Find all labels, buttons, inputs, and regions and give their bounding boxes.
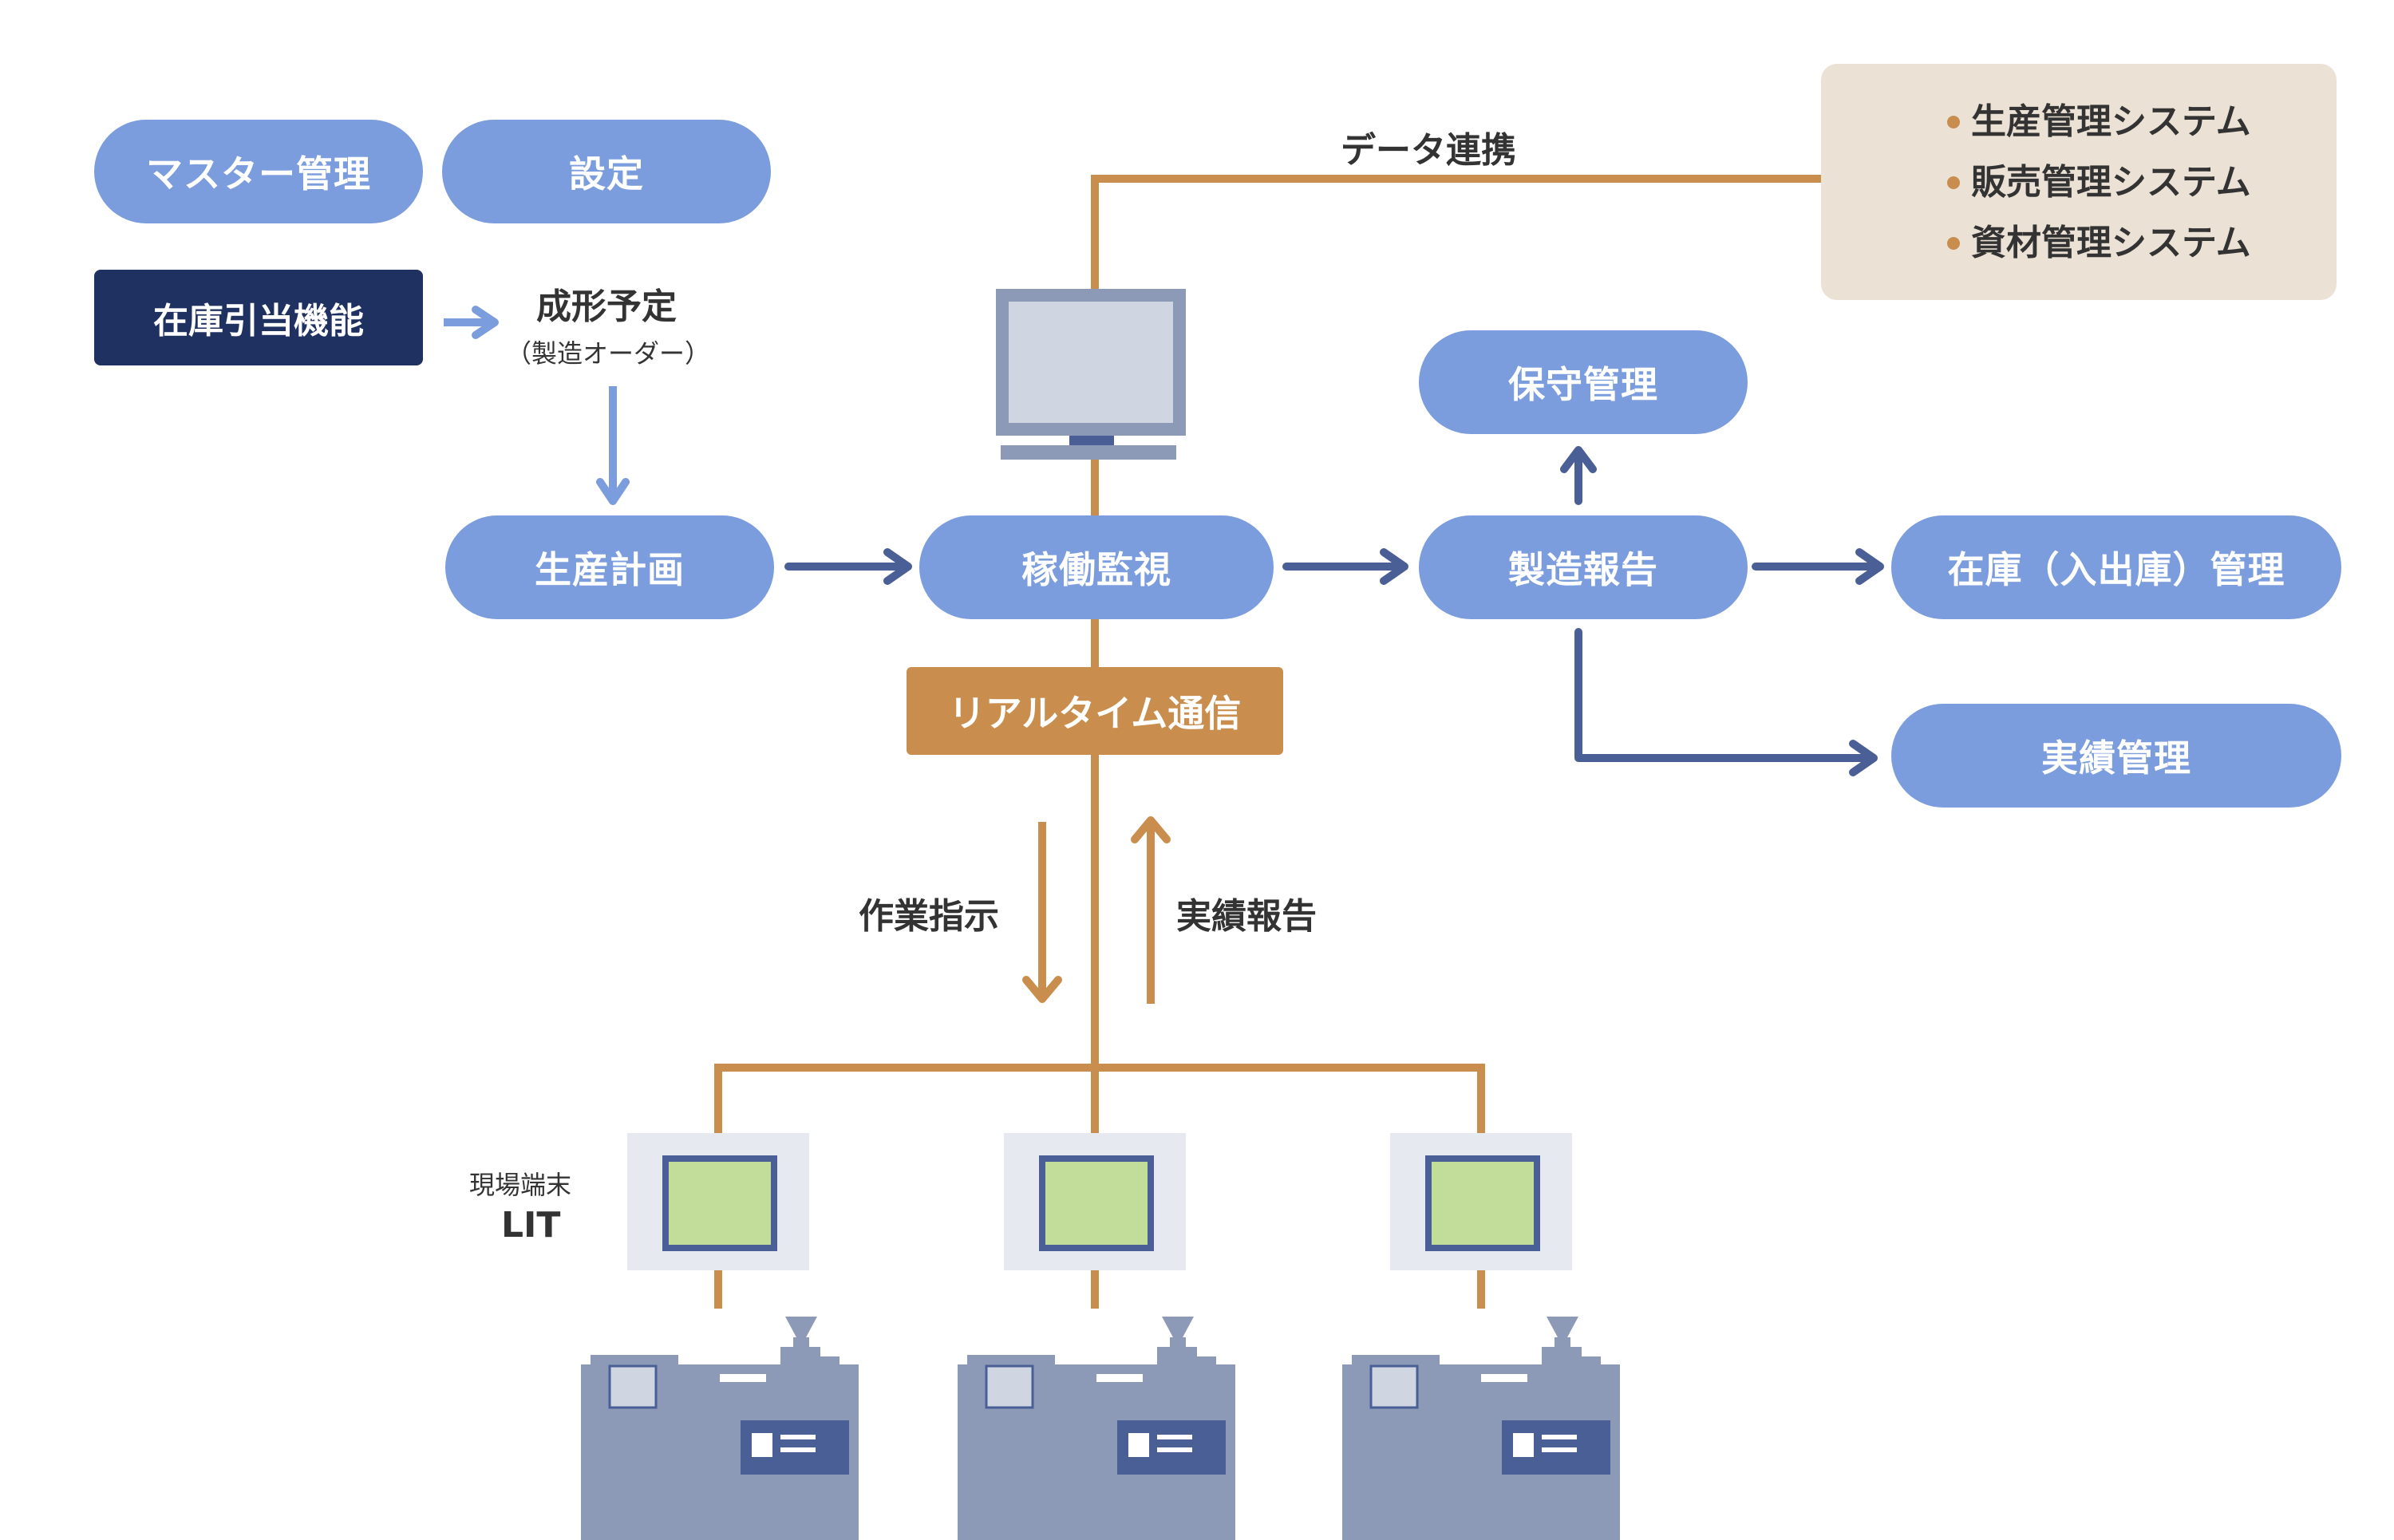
molding-machine-icon xyxy=(1342,1317,1620,1540)
system-item: 資材管理システム xyxy=(1947,213,2251,274)
bullet-icon xyxy=(1947,116,1960,128)
external-systems-list: 生産管理システム 販売管理システム 資材管理システム xyxy=(1947,92,2251,274)
data-link-line xyxy=(1091,175,1821,289)
system-item: 販売管理システム xyxy=(1947,152,2251,213)
terminal-label: 現場端末 xyxy=(469,1170,572,1200)
maintenance-node[interactable]: 保守管理 xyxy=(1419,330,1748,434)
system-item: 生産管理システム xyxy=(1947,92,2251,152)
molding-machine-icon xyxy=(581,1317,859,1540)
data-link-label: データ連携 xyxy=(1341,130,1516,171)
molding-plan-label: 成形予定 xyxy=(536,286,677,327)
terminal-screen xyxy=(1039,1155,1154,1251)
external-systems-box xyxy=(1821,64,2337,300)
alloc-to-molding-arrow xyxy=(444,306,499,339)
work-instruction-label: 作業指示 xyxy=(859,896,999,937)
master-management-button[interactable]: マスター管理 xyxy=(94,120,423,223)
monitor-to-report-arrow xyxy=(1282,548,1408,585)
inventory-allocation-box: 在庫引当機能 xyxy=(94,270,423,365)
operation-monitoring-node[interactable]: 稼働監視 xyxy=(919,515,1274,619)
terminal-icon xyxy=(1004,1133,1186,1270)
inventory-management-node[interactable]: 在庫（入出庫）管理 xyxy=(1891,515,2341,619)
molding-machine-icon xyxy=(958,1317,1235,1540)
results-report-arrow xyxy=(1131,816,1171,1004)
terminal-screen xyxy=(1425,1155,1540,1251)
results-report-label: 実績報告 xyxy=(1176,896,1317,937)
report-to-inventory-arrow xyxy=(1752,548,1884,585)
settings-button[interactable]: 設定 xyxy=(442,120,771,223)
work-instruction-arrow xyxy=(1022,822,1062,1003)
report-to-maintenance-arrow xyxy=(1560,446,1597,505)
realtime-communication-box: リアルタイム通信 xyxy=(907,667,1283,755)
terminal-model-label: LIT xyxy=(501,1205,561,1246)
report-to-results-arrow xyxy=(1574,628,1878,776)
plan-to-monitor-arrow xyxy=(784,548,912,585)
manufacturing-report-node[interactable]: 製造報告 xyxy=(1419,515,1748,619)
bullet-icon xyxy=(1947,176,1960,189)
monitor-icon xyxy=(996,289,1186,460)
terminal-icon xyxy=(1390,1133,1572,1270)
results-management-node[interactable]: 実績管理 xyxy=(1891,704,2341,808)
molding-plan-sub-label: （製造オーダー） xyxy=(506,338,711,369)
molding-to-plan-arrow xyxy=(596,386,630,505)
bullet-icon xyxy=(1947,237,1960,250)
terminal-screen xyxy=(662,1155,777,1251)
terminal-icon xyxy=(627,1133,809,1270)
terminal-bus xyxy=(714,1064,1485,1133)
production-plan-node[interactable]: 生産計画 xyxy=(445,515,774,619)
